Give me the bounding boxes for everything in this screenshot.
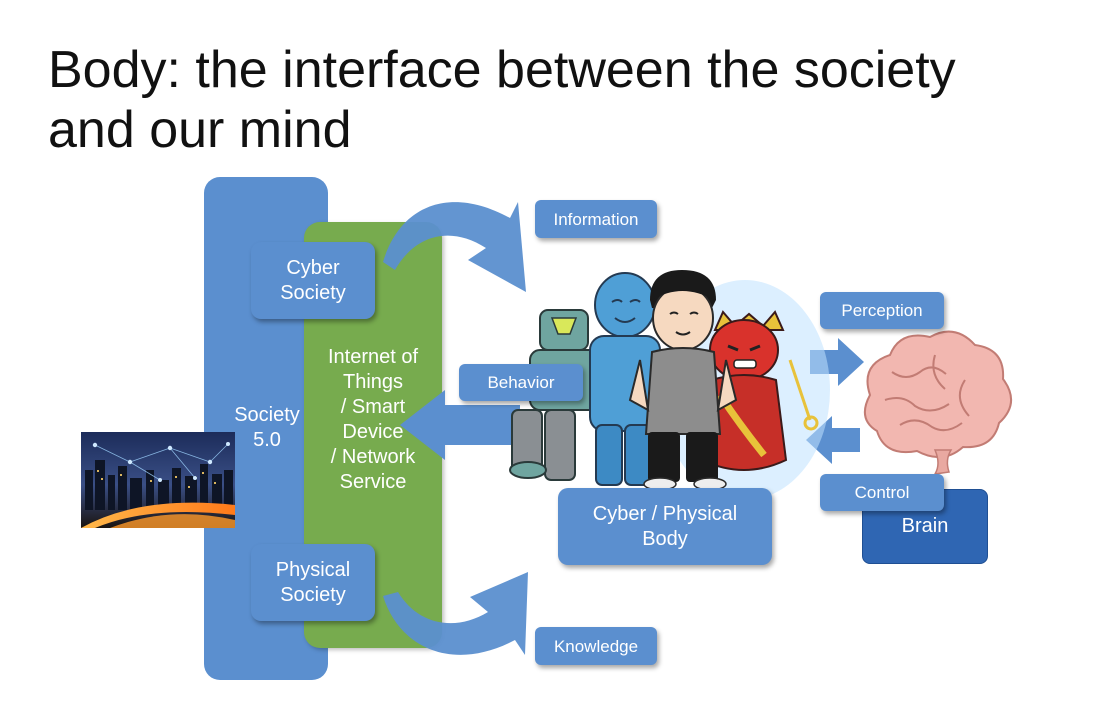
red-mask-illustration: [700, 310, 819, 471]
iot-line-6: Service: [339, 471, 407, 493]
title-line-2: and our mind: [48, 101, 352, 159]
cyber-society-line-2: Society: [280, 281, 346, 304]
cyber-physical-body-box: Cyber / Physical Body: [558, 488, 772, 565]
society-label-line-2: 5.0: [253, 429, 281, 451]
iot-line-1: Internet of: [327, 346, 419, 368]
physical-society-line-1: Physical: [275, 558, 351, 581]
iot-line-4: Device: [342, 421, 404, 443]
blue-humanoid-illustration: [589, 272, 661, 486]
title-line-1: Body: the interface between the society: [48, 41, 956, 99]
cyber-society-line-1: Cyber: [286, 256, 340, 279]
cyber-society-box: Cyber Society: [251, 242, 375, 319]
control-tag: Control: [820, 474, 944, 511]
control-arrow-icon: [806, 416, 860, 464]
body-line-2: Body: [642, 527, 688, 550]
body-line-1: Cyber / Physical: [592, 502, 738, 525]
physical-society-line-2: Society: [280, 583, 346, 606]
perception-tag: Perception: [820, 292, 944, 329]
iot-line-3: / Smart: [340, 396, 406, 418]
slide-title: Body: the interface between the society …: [48, 40, 1088, 160]
behavior-tag: Behavior: [459, 364, 583, 401]
iot-line-5: / Network: [330, 446, 416, 468]
perception-arrow-icon: [810, 338, 864, 386]
society-label-line-1: Society: [234, 404, 300, 426]
physical-society-box: Physical Society: [251, 544, 375, 621]
boy-illustration: [628, 270, 738, 491]
information-tag: Information: [535, 200, 657, 238]
brain-label: Brain: [901, 515, 949, 537]
society-5-label: Society 5.0: [226, 402, 308, 454]
knowledge-tag: Knowledge: [535, 627, 657, 665]
brain-illustration: [863, 330, 1012, 475]
iot-line-2: Things: [342, 371, 404, 393]
